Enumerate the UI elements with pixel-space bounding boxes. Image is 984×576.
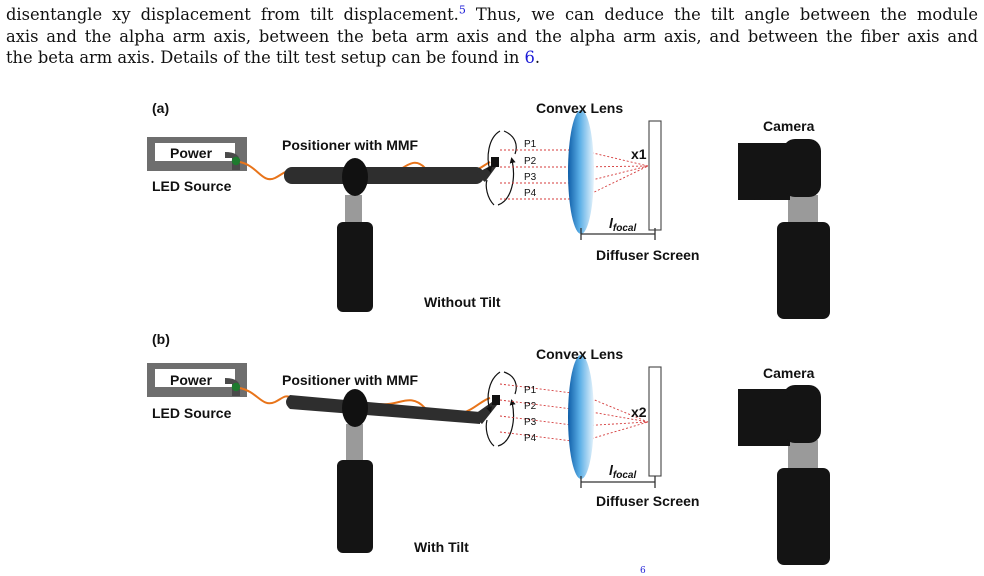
panel-b-tag: (b) <box>152 331 170 347</box>
led-power-box-a: Power <box>147 137 247 171</box>
convex-lens-label-a: Convex Lens <box>536 100 623 116</box>
panel-b: (b) Power LED Source Positioner with MMF <box>147 331 830 565</box>
ray-label-p4-a: P4 <box>524 188 537 199</box>
led-source-label-b: LED Source <box>152 405 232 421</box>
rotation-arrow-icon <box>486 371 501 413</box>
rotation-arc <box>485 179 495 206</box>
footer-citation[interactable]: 6 <box>640 566 646 576</box>
light-rays-b <box>499 383 649 443</box>
paragraph-line-1: disentangle xy displacement from tilt di… <box>6 3 978 24</box>
rotation-arc <box>503 371 517 395</box>
panel-a-caption: Without Tilt <box>424 294 501 310</box>
led-source-label-a: LED Source <box>152 178 232 194</box>
rotation-arrow-icon <box>486 130 501 173</box>
diffuser-screen-b <box>648 366 662 477</box>
camera-b <box>738 385 830 565</box>
diffuser-label-b: Diffuser Screen <box>596 493 699 509</box>
spot-label-a: x1 <box>631 146 647 162</box>
positioner-label-a: Positioner with MMF <box>282 137 419 153</box>
led-power-box-b: Power <box>147 363 247 397</box>
focal-length-bracket-a <box>580 228 656 240</box>
body-paragraph: disentangle xy displacement from tilt di… <box>6 4 978 69</box>
ray-label-p3-b: P3 <box>524 417 537 428</box>
ray-label-p1-b: P1 <box>524 385 537 396</box>
camera-label-a: Camera <box>763 118 815 134</box>
paragraph-line-2: axis and the alpha arm axis, between the… <box>6 26 978 46</box>
power-label-a: Power <box>170 145 213 161</box>
power-label-b: Power <box>170 372 213 388</box>
rotation-arrow-icon <box>497 399 516 447</box>
focal-symbol-b: lfocal <box>609 462 636 481</box>
rotation-arc <box>503 130 517 155</box>
focal-symbol-a: lfocal <box>609 215 636 234</box>
led-indicator-icon <box>231 156 241 166</box>
fiber-cable-b <box>239 387 293 405</box>
camera-label-b: Camera <box>763 365 815 381</box>
camera-a <box>738 139 830 319</box>
citation-5[interactable]: 5 <box>458 3 466 17</box>
convex-lens-label-b: Convex Lens <box>536 346 623 362</box>
paragraph-line-3: the beta arm axis. Details of the tilt t… <box>6 48 541 67</box>
diffuser-label-a: Diffuser Screen <box>596 247 699 263</box>
convex-lens-b <box>568 355 594 479</box>
convex-lens-a <box>568 110 594 234</box>
panel-a: (a) Power LED Source Positioner with MMF <box>147 100 830 319</box>
panel-b-caption: With Tilt <box>414 539 469 555</box>
panel-a-tag: (a) <box>152 100 169 116</box>
positioner-b <box>286 389 500 553</box>
positioner-label-b: Positioner with MMF <box>282 372 419 388</box>
spot-label-b: x2 <box>631 404 647 420</box>
ray-label-p2-b: P2 <box>524 401 537 412</box>
ray-label-p2-a: P2 <box>524 156 537 167</box>
ray-label-p4-b: P4 <box>524 433 537 444</box>
positioner-a <box>284 157 499 312</box>
rotation-arc <box>485 419 495 447</box>
ray-label-p3-a: P3 <box>524 172 537 183</box>
ray-label-p1-a: P1 <box>524 139 537 150</box>
rotation-arrow-icon <box>497 157 516 206</box>
diffuser-screen-a <box>648 120 662 231</box>
focal-length-bracket-b <box>580 476 656 488</box>
led-indicator-icon <box>231 382 241 392</box>
citation-6-link[interactable]: 6 <box>524 48 535 67</box>
